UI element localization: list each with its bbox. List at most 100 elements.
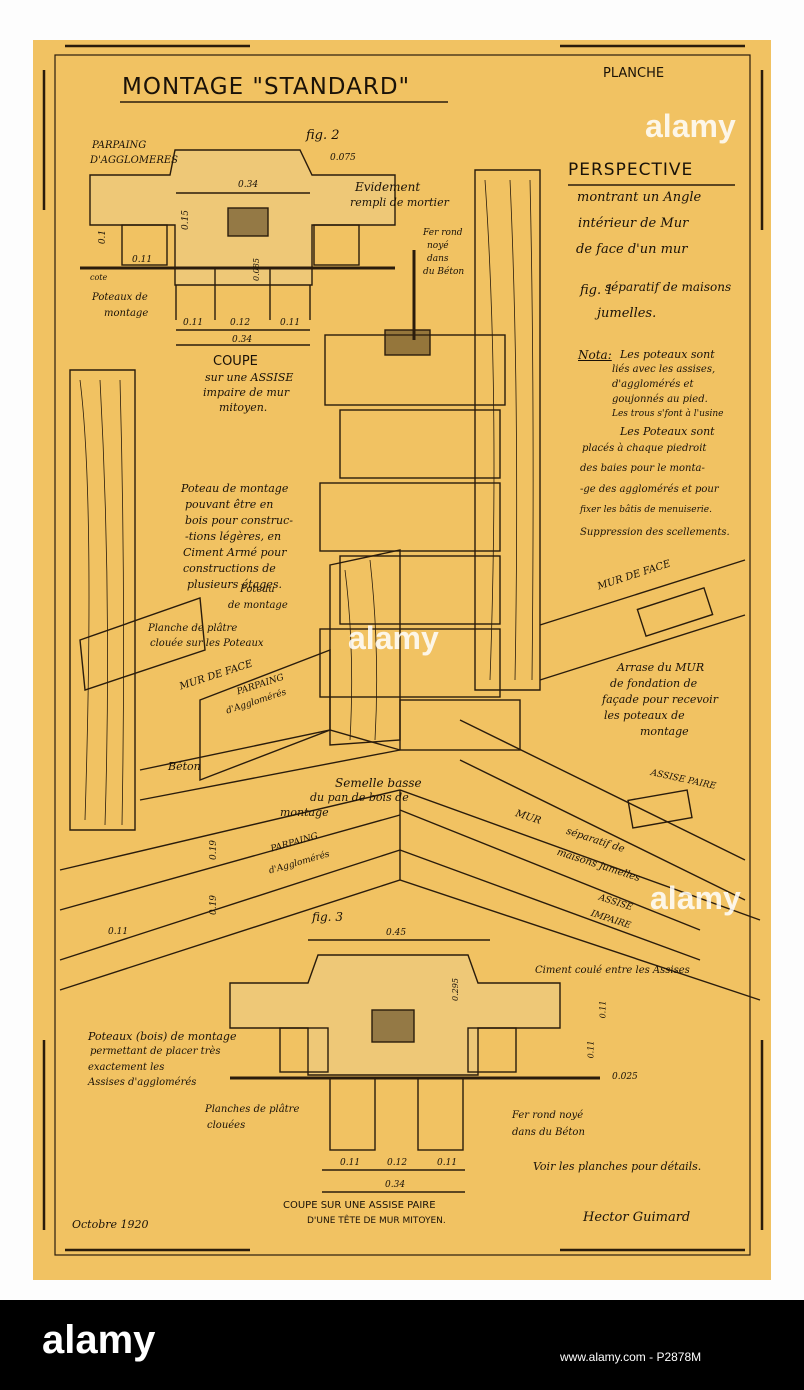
- fig2-agglomeres: D'AGGLOMERES: [90, 155, 179, 166]
- fig2-fer-2: noyé: [427, 241, 449, 251]
- fig2-dim-01: 0.1: [98, 229, 109, 245]
- fig2-cote: cote: [90, 273, 108, 282]
- nota-line5: Les trous s'font à l'usine: [612, 409, 724, 419]
- fig3-poteaux-1: Poteaux (bois) de montage: [88, 1030, 237, 1043]
- fig3-dim-011-a: 0.11: [340, 1158, 361, 1168]
- fig3-coupe-2: D'UNE TÊTE DE MUR MITOYEN.: [307, 1216, 446, 1226]
- nota-line4: goujonnés au pied.: [612, 394, 708, 405]
- label-dim-019b: 0.19: [209, 894, 220, 916]
- label-arrase-3: façade pour recevoir: [602, 693, 718, 706]
- fig3-poteaux-3: exactement les: [88, 1062, 165, 1073]
- watermark-center: alamy: [348, 620, 439, 656]
- fig2-parpaing: PARPAING: [92, 140, 147, 151]
- label-poteau-3: bois pour construc-: [185, 514, 293, 527]
- line-art: [42, 44, 764, 1256]
- nota-line3: d'agglomérés et: [612, 379, 694, 390]
- label-arrase-4: les poteaux de: [604, 709, 685, 722]
- label-planche-1: Planche de plâtre: [148, 623, 238, 634]
- fig2-caption-2: impaire de mur: [203, 386, 290, 399]
- label-arrase-2: de fondation de: [610, 677, 698, 690]
- fig3-label: fig. 3: [312, 910, 343, 924]
- label-poteau-6: constructions de: [183, 562, 276, 575]
- label-arrase-1: Arrase du MUR: [617, 661, 705, 674]
- perspective-title: PERSPECTIVE: [568, 160, 694, 180]
- fig2-evidement-2: rempli de mortier: [350, 196, 449, 209]
- footer-logo: alamy: [42, 1318, 156, 1362]
- fig2-dim-0085: 0.085: [251, 258, 261, 281]
- label-poteau-4: -tions légères, en: [185, 530, 282, 543]
- drawing-sheet: [33, 40, 771, 1280]
- fig3-planches-1: Planches de plâtre: [205, 1104, 300, 1115]
- footer-stock-id: www.alamy.com - P2878M: [560, 1350, 702, 1364]
- fig2-dim-015: 0.15: [181, 209, 192, 231]
- label-poteau-m2: de montage: [228, 600, 288, 611]
- label-poteau-5: Ciment Armé pour: [183, 546, 287, 559]
- nota-line11: Suppression des scellements.: [580, 527, 730, 538]
- nota-line6: Les Poteaux sont: [620, 425, 715, 438]
- fig3-ciment: Ciment coulé entre les Assises: [535, 965, 690, 976]
- fig3-dim-0295: 0.295: [450, 978, 460, 1001]
- label-semelle-1: Semelle basse: [335, 776, 422, 790]
- fig2-dim-011-b: 0.11: [280, 318, 301, 328]
- perspective-line3: de face d'un mur: [576, 242, 688, 257]
- fig2-poteaux-1: Poteaux de: [92, 292, 148, 303]
- perspective-line2: intérieur de Mur: [578, 216, 689, 231]
- fig2-dim-034-bottom: 0.34: [232, 335, 253, 345]
- label-semelle-2: du pan de bois de: [310, 791, 409, 804]
- fig3-dim-045: 0.45: [386, 928, 407, 938]
- label-poteau-2: pouvant être en: [185, 498, 274, 511]
- perspective-line5: jumelles.: [597, 306, 657, 321]
- nota-line2: liés avec les assises,: [612, 364, 716, 375]
- label-arrase-5: montage: [640, 725, 689, 738]
- perspective-line4: séparatif de maisons: [605, 280, 732, 294]
- stock-footer: alamy www.alamy.com - P2878M: [0, 1300, 804, 1390]
- nota-line7: placés à chaque piedroit: [582, 443, 707, 454]
- label-poteau-1: Poteau de montage: [181, 482, 289, 495]
- label-poteau-m1: Poteau: [240, 584, 275, 595]
- fig2-fer-1: Fer rond: [423, 228, 463, 238]
- fig2-fer-3: dans: [427, 254, 449, 264]
- planche-label: PLANCHE: [603, 66, 665, 81]
- fig2-dim-011-left: 0.11: [132, 255, 153, 265]
- label-poteau-7: plusieurs étages.: [187, 578, 282, 591]
- watermark-top-right: alamy: [645, 108, 736, 144]
- fig3-dim-011-r1: 0.11: [598, 1000, 608, 1019]
- fig2-dim-012: 0.12: [230, 318, 251, 328]
- signature: Hector Guimard: [583, 1210, 691, 1225]
- watermark-right-mid: alamy: [650, 880, 741, 916]
- label-planche-2: clouée sur les Poteaux: [150, 638, 264, 649]
- fig2-coupe: COUPE: [213, 354, 258, 369]
- drawing-title: MONTAGE "STANDARD": [122, 74, 411, 100]
- voir-planches: Voir les planches pour détails.: [533, 1160, 702, 1173]
- fig3-planches-2: clouées: [207, 1120, 246, 1131]
- fig2-label: fig. 2: [306, 128, 340, 143]
- fig2-dim-034-top: 0.34: [238, 180, 259, 190]
- fig3-dim-0025: 0.025: [612, 1072, 638, 1082]
- perspective-fig1: fig. 1: [580, 283, 614, 298]
- label-beton: Béton: [168, 760, 201, 773]
- fig2-caption-3: mitoyen.: [219, 401, 268, 414]
- fig3-fer-2: dans du Béton: [512, 1127, 585, 1138]
- nota-line10: fixer les bâtis de menuiserie.: [580, 505, 712, 515]
- label-dim-019: 0.19: [209, 839, 220, 861]
- fig3-fer-1: Fer rond noyé: [512, 1110, 584, 1121]
- fig2-fer-4: du Béton: [423, 267, 465, 277]
- fig3-dim-011-r2: 0.11: [586, 1040, 596, 1059]
- label-dim-011c: 0.11: [108, 927, 129, 937]
- fig2-poteaux-2: montage: [104, 308, 149, 319]
- fig3-dim-011-b: 0.11: [437, 1158, 458, 1168]
- fig3-poteaux-4: Assises d'agglomérés: [88, 1077, 197, 1088]
- fig2-dim-011-a: 0.11: [183, 318, 204, 328]
- nota-line9: -ge des agglomérés et pour: [580, 484, 719, 495]
- nota-label: Nota:: [578, 348, 612, 362]
- fig3-dim-012: 0.12: [387, 1158, 408, 1168]
- fig3-poteaux-2: permettant de placer très: [90, 1046, 221, 1057]
- label-semelle-3: montage: [280, 806, 329, 819]
- fig3-coupe-1: COUPE SUR UNE ASSISE PAIRE: [283, 1200, 436, 1211]
- drawing-date: Octobre 1920: [72, 1218, 149, 1231]
- fig3-dim-034: 0.34: [385, 1180, 406, 1190]
- perspective-line1: montrant un Angle: [577, 190, 702, 205]
- nota-line1: Les poteaux sont: [620, 348, 715, 361]
- fig2-evidement-1: Evidement: [355, 180, 421, 194]
- fig2-caption-1: sur une ASSISE: [205, 371, 294, 384]
